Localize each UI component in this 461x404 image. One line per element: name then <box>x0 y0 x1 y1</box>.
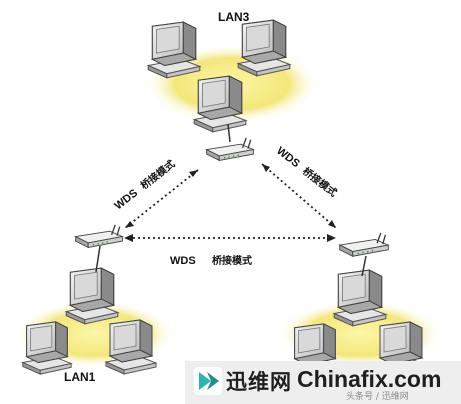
wds-link-bottom <box>124 234 336 242</box>
lan-right-computer-center <box>333 269 387 327</box>
watermark-logo-icon <box>194 367 222 395</box>
lan3-computer-center <box>193 75 247 133</box>
lan-right-group <box>278 269 442 377</box>
wds-link-top-left <box>124 169 199 229</box>
router-left <box>74 224 124 249</box>
lan1-computer-left <box>22 321 72 375</box>
watermark-bar <box>185 361 461 404</box>
lan3-group: LAN3 <box>144 10 320 133</box>
svg-text:WDS: WDS <box>170 255 196 267</box>
watermark-brand-en: Chinafix.com <box>297 366 442 392</box>
wds-label-bottom: WDS 桥接模式 <box>170 254 252 267</box>
lan1-computer-center <box>65 267 119 325</box>
lan3-computer-left <box>147 21 201 79</box>
wds-link-top-right <box>261 163 337 229</box>
lan1-label: LAN1 <box>64 370 96 384</box>
svg-text:桥接模式: 桥接模式 <box>212 254 252 267</box>
wds-label-right: WDS 桥接模式 <box>274 145 340 199</box>
router-right <box>339 232 389 257</box>
watermark-brand-cn: 迅维网 <box>226 370 292 394</box>
lan3-computer-right <box>237 19 291 77</box>
lan1-computer-right <box>105 319 157 375</box>
svg-text:桥接模式: 桥接模式 <box>300 164 340 199</box>
svg-text:桥接模式: 桥接模式 <box>138 157 178 192</box>
svg-text:WDS: WDS <box>274 145 302 170</box>
lan3-label: LAN3 <box>218 10 250 24</box>
lan1-group: LAN1 <box>15 267 175 384</box>
watermark-faint-text: 头条号 / 迅维网 <box>346 392 409 402</box>
wds-label-left: WDS 桥接模式 <box>112 157 178 212</box>
svg-text:WDS: WDS <box>112 187 140 212</box>
